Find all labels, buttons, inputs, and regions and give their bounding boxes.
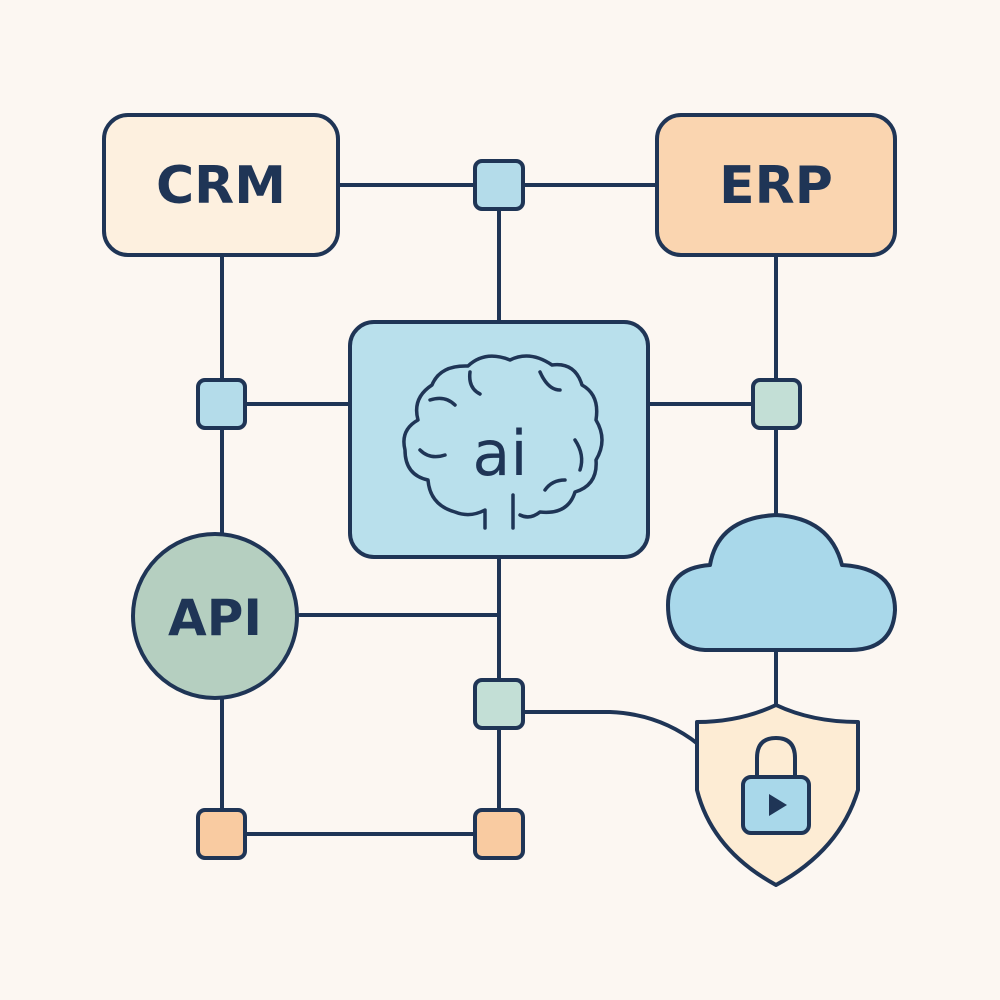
cloud-node[interactable] — [666, 513, 897, 652]
lock-shackle-icon — [755, 736, 797, 779]
play-icon — [769, 794, 787, 816]
line-middle-connector-to-shield — [521, 710, 700, 746]
api-circle — [131, 532, 299, 700]
connection-lines — [220, 183, 778, 836]
ai-node[interactable]: ai — [348, 320, 650, 559]
connectors — [196, 159, 802, 860]
crm-label: CRM — [156, 156, 286, 216]
security-node[interactable] — [695, 703, 860, 887]
connector-right[interactable] — [751, 378, 802, 430]
erp-node[interactable]: ERP — [655, 113, 897, 257]
crm-box — [102, 113, 340, 257]
cloud-icon — [666, 513, 897, 652]
brain-icon — [402, 354, 604, 530]
connector-top[interactable] — [473, 159, 525, 211]
api-label: API — [168, 589, 262, 647]
connector-left[interactable] — [196, 378, 247, 430]
connector-middle[interactable] — [473, 678, 525, 730]
ai-label: ai — [472, 417, 527, 490]
connector-bottom-left[interactable] — [196, 808, 247, 860]
connector-bottom[interactable] — [473, 808, 525, 860]
api-node[interactable]: API — [131, 532, 299, 700]
erp-label: ERP — [719, 156, 833, 216]
erp-box — [655, 113, 897, 257]
crm-node[interactable]: CRM — [102, 113, 340, 257]
